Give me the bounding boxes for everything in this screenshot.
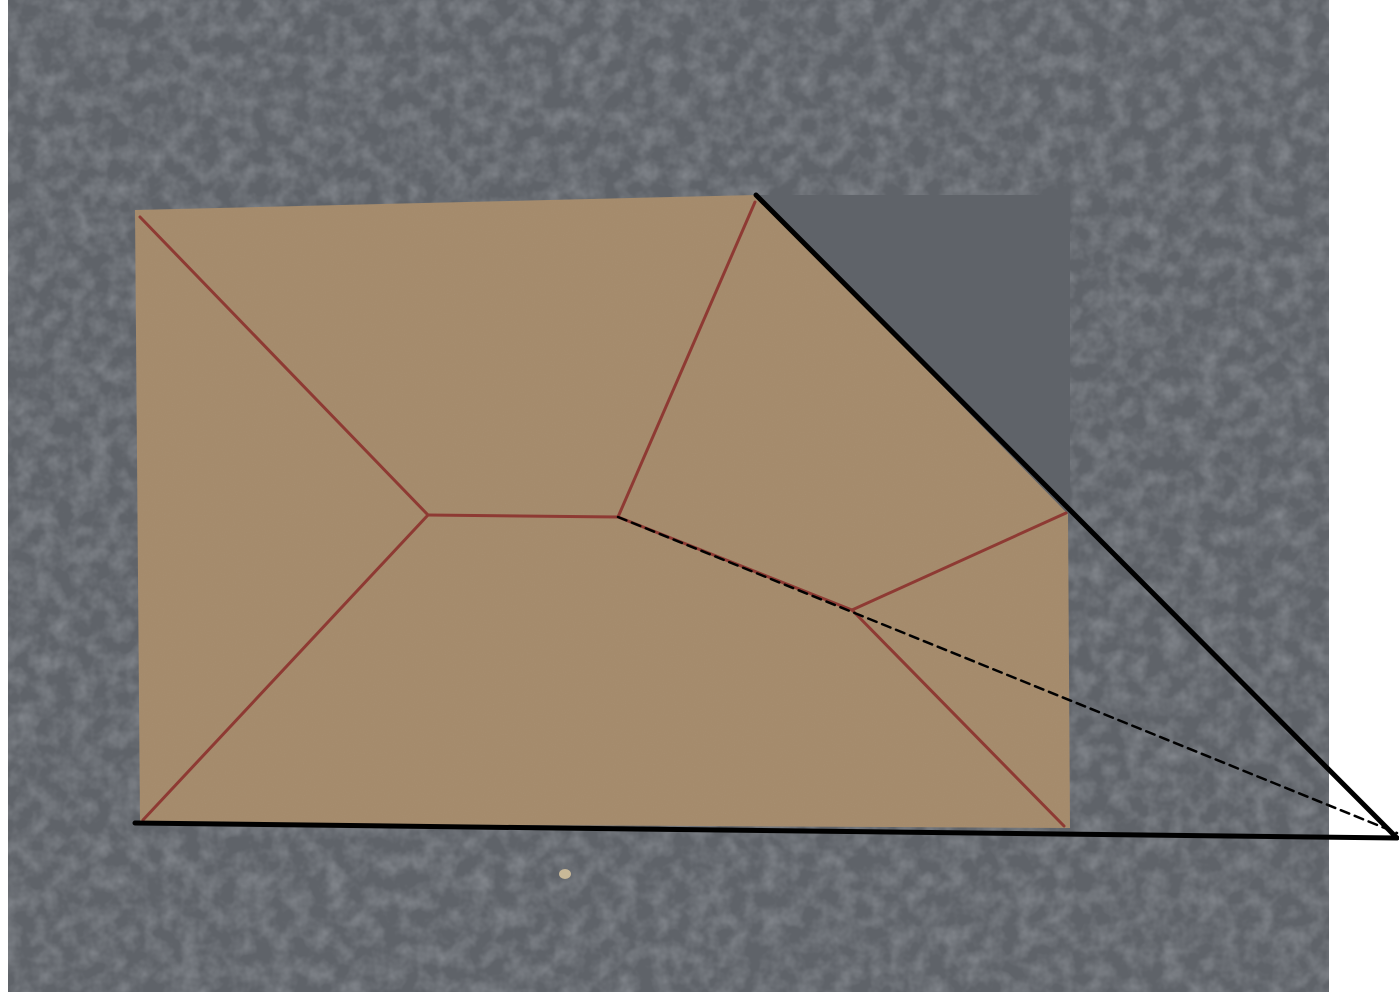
pen-line-center [428, 515, 618, 517]
cardboard-piece [135, 195, 1070, 828]
debris-speck [559, 869, 571, 879]
